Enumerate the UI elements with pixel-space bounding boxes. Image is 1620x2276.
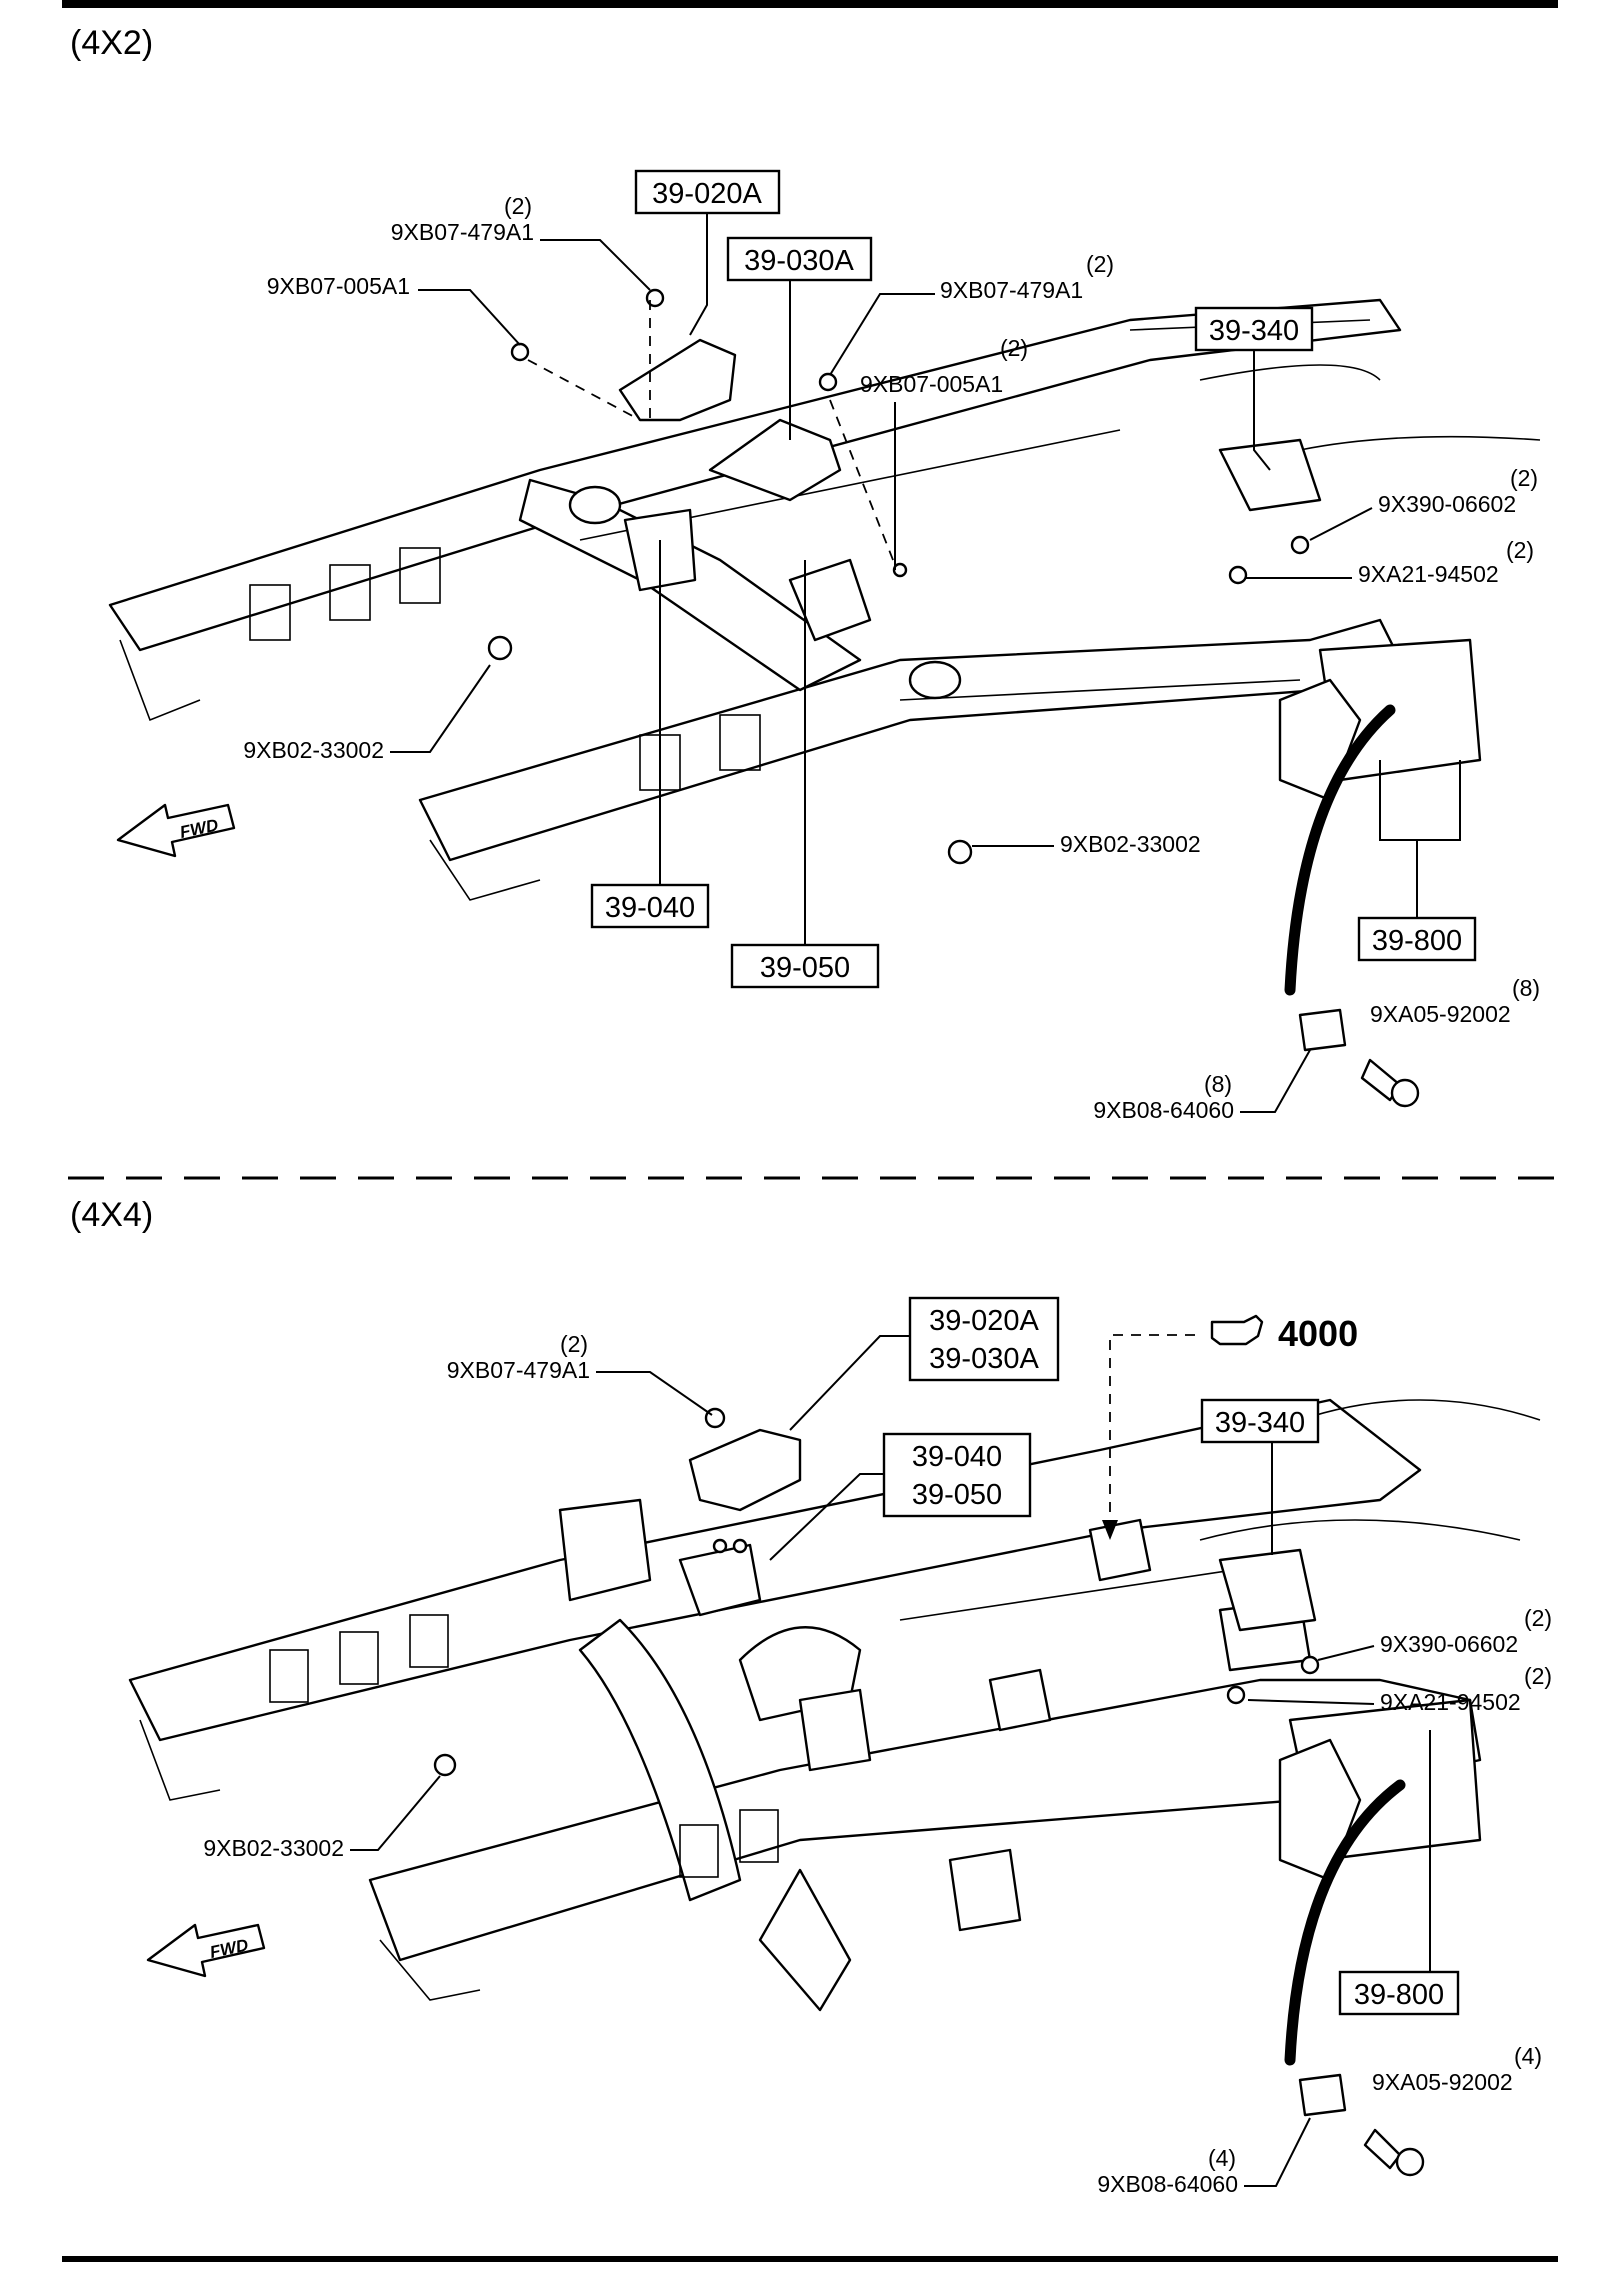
box-39-020a-39-030a: 39-020A 39-030A xyxy=(908,1296,1060,1382)
svg-text:(2): (2) xyxy=(1510,465,1538,491)
part-9xb02-33002-c: 9XB02-33002 xyxy=(203,1775,441,1861)
svg-text:9XB07-005A1: 9XB07-005A1 xyxy=(860,371,1003,397)
svg-text:9XA21-94502: 9XA21-94502 xyxy=(1358,561,1499,587)
part-9xb02-33002-b: 9XB02-33002 xyxy=(972,831,1201,857)
svg-text:9XB08-64060: 9XB08-64060 xyxy=(1097,2171,1238,2197)
svg-text:9XB02-33002: 9XB02-33002 xyxy=(1060,831,1201,857)
svg-text:39-040: 39-040 xyxy=(605,892,695,924)
svg-text:9X390-06602: 9X390-06602 xyxy=(1378,491,1516,517)
fwd-arrow-icon: FWD xyxy=(146,1923,266,1978)
bottom-border xyxy=(62,2256,1558,2262)
svg-text:9XB02-33002: 9XB02-33002 xyxy=(203,1835,344,1861)
svg-text:(8): (8) xyxy=(1512,975,1540,1001)
frame-4x4-illustration xyxy=(128,1398,1541,2177)
svg-text:(2): (2) xyxy=(1524,1663,1552,1689)
box-39-340: 39-340 xyxy=(1194,306,1314,352)
part-9xa05-92002-b: (4) 9XA05-92002 xyxy=(1372,2043,1542,2095)
box-39-050: 39-050 xyxy=(730,943,880,989)
svg-text:9XB02-33002: 9XB02-33002 xyxy=(243,737,384,763)
svg-text:39-340: 39-340 xyxy=(1215,1407,1305,1439)
part-9xa05-92002-a: (8) 9XA05-92002 xyxy=(1370,975,1540,1027)
svg-text:9XB07-479A1: 9XB07-479A1 xyxy=(391,219,534,245)
svg-text:9XA05-92002: 9XA05-92002 xyxy=(1372,2069,1513,2095)
svg-text:39-800: 39-800 xyxy=(1372,925,1462,957)
svg-text:(4): (4) xyxy=(1514,2043,1542,2069)
part-9xb07-479a1-c: (2) 9XB07-479A1 xyxy=(447,1331,713,1416)
part-9xb07-479a1-a: (2) 9XB07-479A1 xyxy=(391,193,651,420)
svg-text:(2): (2) xyxy=(1086,251,1114,277)
svg-text:(2): (2) xyxy=(1506,537,1534,563)
part-9xb07-479a1-b: (2) 9XB07-479A1 xyxy=(829,251,1114,376)
svg-text:39-050: 39-050 xyxy=(760,952,850,984)
svg-text:(8): (8) xyxy=(1204,1071,1232,1097)
svg-text:4000: 4000 xyxy=(1278,1313,1358,1354)
section-title-4x4: (4X4) xyxy=(70,1196,153,1234)
svg-text:9XB07-479A1: 9XB07-479A1 xyxy=(940,277,1083,303)
svg-text:9XA21-94502: 9XA21-94502 xyxy=(1380,1689,1521,1715)
part-9xa21-94502-a: (2) 9XA21-94502 xyxy=(1245,537,1534,587)
section-title-4x2: (4X2) xyxy=(70,24,153,62)
svg-text:39-030A: 39-030A xyxy=(744,245,854,277)
part-9xb02-33002-a: 9XB02-33002 xyxy=(243,664,491,763)
svg-text:9X390-06602: 9X390-06602 xyxy=(1380,1631,1518,1657)
svg-text:39-050: 39-050 xyxy=(912,1479,1002,1511)
svg-text:(2): (2) xyxy=(560,1331,588,1357)
svg-text:9XB07-005A1: 9XB07-005A1 xyxy=(267,273,410,299)
box-39-020a: 39-020A xyxy=(634,169,781,215)
svg-text:39-040: 39-040 xyxy=(912,1441,1002,1473)
part-9xb08-64060-a: (8) 9XB08-64060 xyxy=(1093,1049,1311,1123)
svg-text:39-030A: 39-030A xyxy=(929,1343,1039,1375)
fwd-arrow-icon: FWD xyxy=(116,803,236,858)
box-39-040-39-050: 39-040 39-050 xyxy=(882,1432,1032,1518)
box-39-800: 39-800 xyxy=(1357,916,1477,962)
part-9xb07-005a1-b: (2) 9XB07-005A1 xyxy=(829,335,1028,570)
svg-text:39-340: 39-340 xyxy=(1209,315,1299,347)
section-4x2: (4X2) xyxy=(70,24,1540,1123)
svg-text:9XB07-479A1: 9XB07-479A1 xyxy=(447,1357,590,1383)
svg-text:(2): (2) xyxy=(1524,1605,1552,1631)
svg-text:9XA05-92002: 9XA05-92002 xyxy=(1370,1001,1511,1027)
svg-text:39-800: 39-800 xyxy=(1354,1979,1444,2011)
part-9x390-06602-a: (2) 9X390-06602 xyxy=(1309,465,1538,541)
section-4x4: (4X4) xyxy=(70,1196,1552,2197)
svg-text:(4): (4) xyxy=(1208,2145,1236,2171)
top-border xyxy=(62,0,1558,8)
box-39-340-b: 39-340 xyxy=(1200,1398,1320,1444)
pointing-hand-icon xyxy=(1210,1314,1264,1346)
part-9xb07-005a1-a: 9XB07-005A1 xyxy=(267,273,641,421)
box-39-030a: 39-030A xyxy=(726,236,873,282)
svg-text:9XB08-64060: 9XB08-64060 xyxy=(1093,1097,1234,1123)
svg-text:(2): (2) xyxy=(1000,335,1028,361)
box-39-040: 39-040 xyxy=(590,883,710,929)
ref-4000: 4000 xyxy=(1102,1313,1358,1540)
part-9xa21-94502-b: (2) 9XA21-94502 xyxy=(1247,1663,1552,1715)
part-9xb08-64060-b: (4) 9XB08-64060 xyxy=(1097,2117,1311,2197)
svg-text:(2): (2) xyxy=(504,193,532,219)
box-39-800-b: 39-800 xyxy=(1338,1970,1460,2016)
part-9x390-06602-b: (2) 9X390-06602 xyxy=(1317,1605,1552,1661)
svg-text:39-020A: 39-020A xyxy=(652,178,762,210)
svg-text:39-020A: 39-020A xyxy=(929,1305,1039,1337)
